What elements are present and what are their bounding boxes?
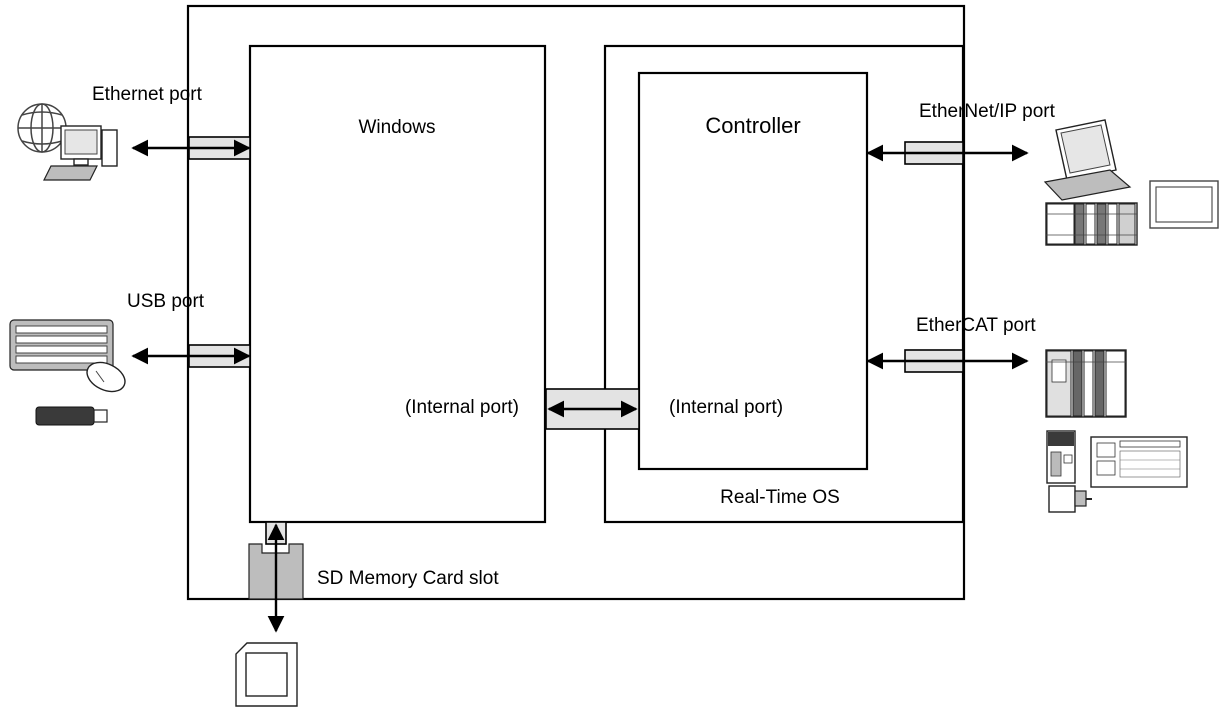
sd-slot-label: SD Memory Card slot	[317, 568, 499, 589]
windows-label: Windows	[358, 117, 435, 138]
servo-motor-icon	[1048, 485, 1092, 513]
io-unit-icon	[1090, 436, 1188, 488]
computer-icon	[43, 125, 118, 181]
keyboard-icon	[9, 319, 114, 371]
ethernet-port-label: Ethernet port	[92, 84, 203, 105]
ethercat-slave-icon	[1045, 349, 1127, 418]
sd-card-icon	[235, 642, 298, 707]
usb-stick-icon	[35, 406, 108, 426]
controller-label: Controller	[705, 113, 800, 138]
mouse-icon	[86, 361, 126, 393]
touch-panel-icon	[1149, 180, 1219, 229]
ethercat-port-label: EtherCAT port	[916, 315, 1036, 336]
servo-drive-icon	[1046, 430, 1076, 484]
windows-internal-port-label: (Internal port)	[405, 397, 519, 418]
plc-icon	[1045, 202, 1138, 246]
usb-port-label: USB port	[127, 291, 205, 312]
windows-box	[248, 44, 547, 524]
real-time-os-label: Real-Time OS	[720, 487, 840, 508]
controller-box	[637, 71, 869, 471]
controller-internal-port-label: (Internal port)	[669, 397, 783, 418]
globe-icon	[17, 103, 67, 153]
ethernet-ip-port-label: EtherNet/IP port	[919, 101, 1056, 122]
laptop-icon	[1043, 119, 1132, 201]
